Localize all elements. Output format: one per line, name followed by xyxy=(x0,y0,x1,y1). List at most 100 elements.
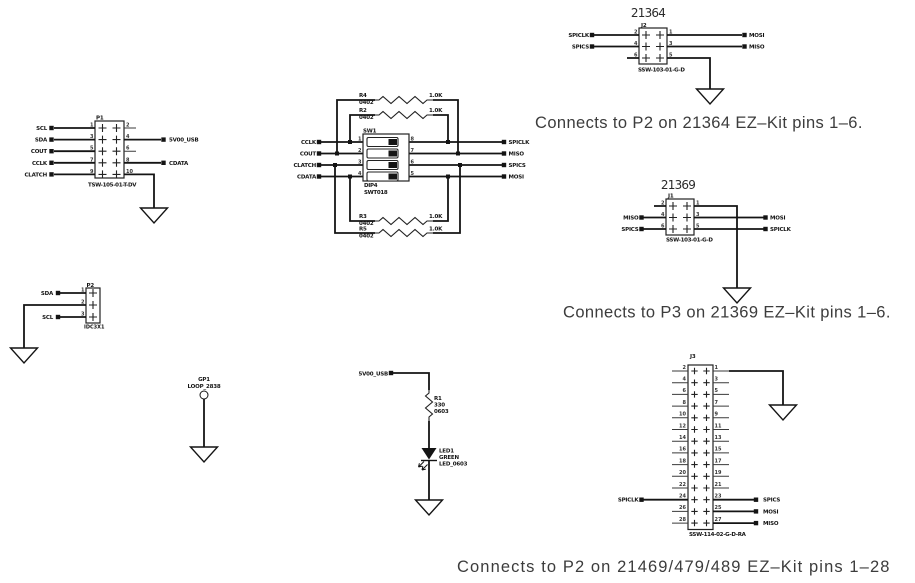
gp1-part-number: LOOP_2838 xyxy=(188,384,221,390)
net-terminal xyxy=(501,151,507,156)
net-terminal xyxy=(501,139,507,145)
pin-number: 3 xyxy=(669,41,673,47)
pin-number: 4 xyxy=(661,212,665,218)
net-terminal xyxy=(55,290,61,296)
net-terminal xyxy=(316,162,322,168)
junction-dot xyxy=(446,174,450,179)
connector-21369-title: 21369 xyxy=(661,178,695,192)
net-terminal xyxy=(639,497,644,502)
net-terminal xyxy=(742,44,747,49)
net-label-5v00-usb: 5V00_USB xyxy=(169,138,199,144)
pin-number: 16 xyxy=(679,447,686,453)
resistor-r2-icon xyxy=(375,110,433,120)
r5-leads xyxy=(334,165,461,234)
net-terminal xyxy=(753,497,759,502)
sw1-slider-2 xyxy=(388,150,397,157)
net-terminal xyxy=(639,226,644,232)
pin-number: 22 xyxy=(679,482,686,488)
pin-number: 6 xyxy=(634,53,638,59)
r3-value: 1.0K xyxy=(429,214,443,220)
connector-21369: 21369 J1 MISO SPICS MOSI SPICLK 2 4 6 1 … xyxy=(563,178,890,322)
net-terminal xyxy=(49,149,54,154)
pin-number: 3 xyxy=(358,160,362,166)
r4-leads xyxy=(336,99,459,154)
pin-number: 5 xyxy=(715,388,719,394)
pin-number: 12 xyxy=(679,423,686,429)
r5-value: 1.0K xyxy=(429,227,443,233)
p2-ref: P2 xyxy=(87,283,95,289)
r2-value: 1.0K xyxy=(429,108,443,114)
j2-ref: J2 xyxy=(640,23,647,29)
net-label-mosi: MOSI xyxy=(749,33,765,39)
net-terminal xyxy=(49,137,54,142)
pin-number: 17 xyxy=(715,458,722,464)
pin-number: 11 xyxy=(715,423,722,429)
pin-number: 21 xyxy=(715,482,722,488)
sw1-slider-3 xyxy=(388,162,397,168)
pin-number: 8 xyxy=(683,400,687,406)
net-label-sda: SDA xyxy=(35,138,48,144)
pin-number: 19 xyxy=(715,470,722,476)
pin-number: 1 xyxy=(715,365,719,371)
junction-dot xyxy=(333,163,337,167)
net-terminal xyxy=(763,226,768,232)
r1-value: 330 xyxy=(434,403,445,409)
net-label-cclk: CCLK xyxy=(301,140,317,146)
resistor-r3-icon xyxy=(375,216,433,226)
pin-number: 15 xyxy=(715,447,722,453)
r4-footprint: 0402 xyxy=(359,100,374,106)
pin-number: 7 xyxy=(715,400,719,406)
r3-leads xyxy=(349,176,449,222)
resistor-r4-icon xyxy=(375,95,433,105)
led-icon xyxy=(421,448,437,460)
net-label-spics: SPICS xyxy=(763,498,780,504)
pin-number: 6 xyxy=(126,146,130,152)
net-label-spics: SPICS xyxy=(621,227,638,233)
sw1-ref: SW1 xyxy=(363,129,377,135)
j3-stubs xyxy=(672,370,729,524)
net-label-cout: COUT xyxy=(31,149,48,155)
j1-ref: J1 xyxy=(667,194,674,200)
net-terminal xyxy=(753,520,759,526)
pin-number: 3 xyxy=(90,134,94,140)
p2-wires xyxy=(23,292,86,348)
pin-number: 14 xyxy=(679,435,686,441)
connector-21364: 21364 J2 SPICLK SPICS MOSI MISO 2 4 6 1 … xyxy=(535,6,862,132)
pin-number: 1 xyxy=(669,30,673,36)
net-terminal xyxy=(49,172,54,177)
pin-number: 6 xyxy=(683,388,687,394)
r3-footprint: 0402 xyxy=(359,221,374,227)
pin-number: 4 xyxy=(683,377,687,383)
pin-number: 24 xyxy=(679,494,686,500)
r3-ref: R3 xyxy=(359,214,367,220)
net-terminal xyxy=(55,314,61,320)
junction-dot xyxy=(348,174,352,179)
net-label-scl: SCL xyxy=(42,315,54,321)
pin-number: 2 xyxy=(358,148,362,154)
r1-footprint: 0603 xyxy=(434,409,449,415)
pin-number: 2 xyxy=(683,365,687,371)
pin-number: 1 xyxy=(696,201,700,207)
net-terminal xyxy=(753,509,759,514)
net-label-spiclk: SPICLK xyxy=(618,498,640,504)
led1-color: GREEN xyxy=(439,455,459,461)
pin-number: 2 xyxy=(661,201,665,207)
net-label-spiclk: SPICLK xyxy=(509,140,531,146)
r4-ref: R4 xyxy=(359,93,367,99)
net-label-mosi: MOSI xyxy=(509,175,525,181)
net-terminal xyxy=(49,125,54,131)
net-label-5v00-usb: 5V00_USB xyxy=(358,372,388,378)
net-terminal xyxy=(763,215,768,220)
pin-number: 23 xyxy=(715,494,722,500)
sw1-wires xyxy=(321,141,502,178)
p1-wires xyxy=(54,127,161,208)
r2-ref: R2 xyxy=(359,108,367,114)
net-terminal xyxy=(316,139,322,145)
net-terminal xyxy=(161,137,166,142)
connector-j3: J3 2 4 6 8 10 12 14 16 18 20 22 24 26 28… xyxy=(457,354,889,576)
junction-dot xyxy=(348,140,352,144)
pin-number: 28 xyxy=(679,517,686,523)
r2-footprint: 0402 xyxy=(359,115,374,121)
net-terminal xyxy=(742,32,747,38)
